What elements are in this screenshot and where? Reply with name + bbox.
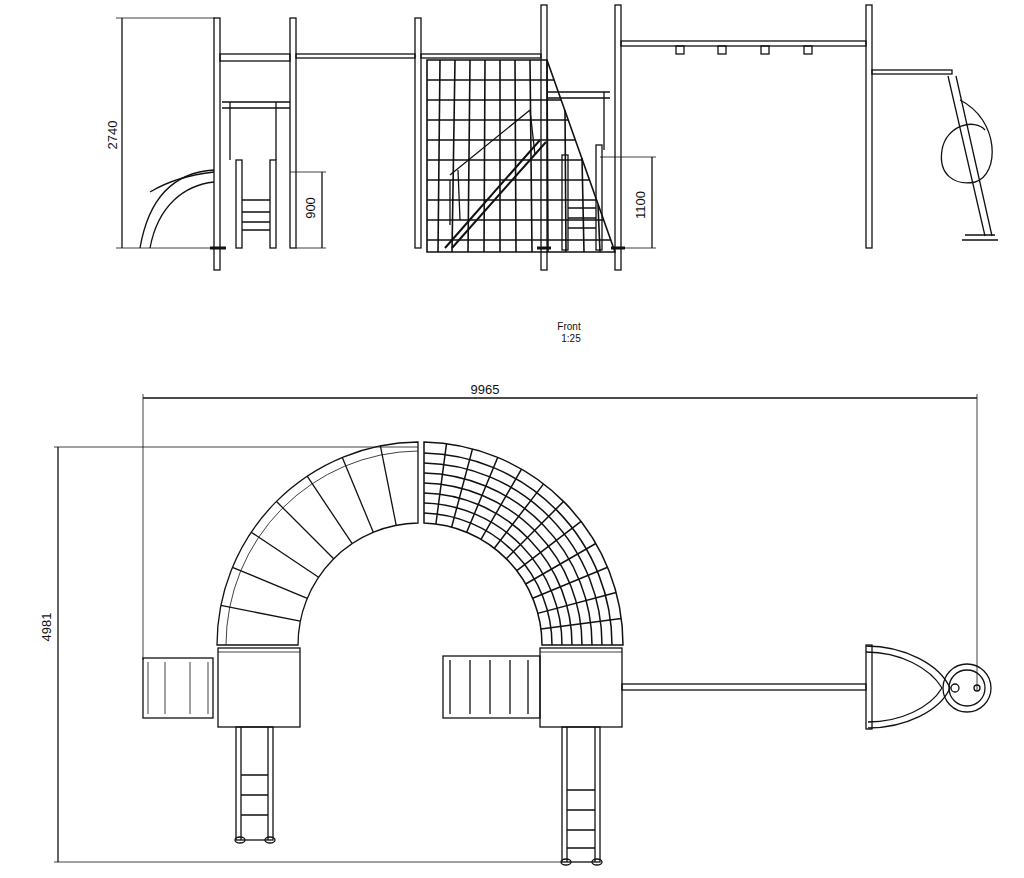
dimension-label: 1100 — [634, 189, 648, 221]
dimension-label: 2740 — [106, 119, 120, 152]
dimension-label: 9965 — [469, 383, 502, 397]
dimension-label: 1:25 — [559, 333, 582, 344]
dimension-label: Front — [555, 321, 582, 332]
dimension-label: 4981 — [40, 611, 54, 644]
dimension-label: 900 — [304, 195, 318, 221]
